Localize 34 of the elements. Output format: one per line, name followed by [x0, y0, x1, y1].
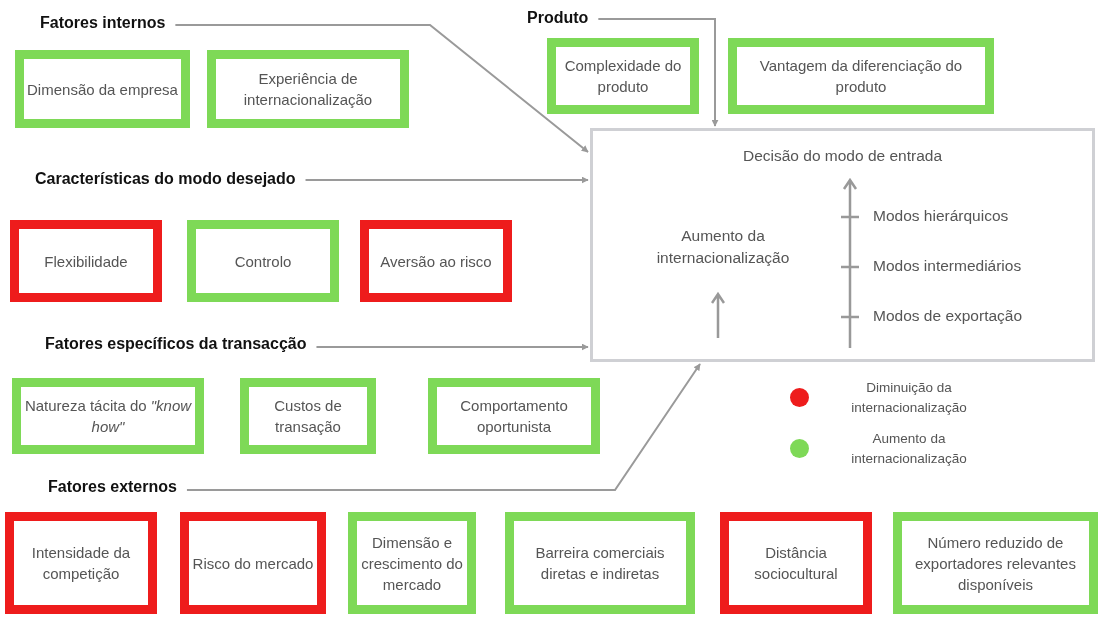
- factor-box: Barreira comerciais diretas e indiretas: [505, 512, 695, 614]
- axis-caption: Aumento da internacionalização: [655, 226, 791, 268]
- factor-box: Natureza tácita do "know how": [12, 378, 204, 454]
- factor-box: Vantagem da diferenciação do produto: [728, 38, 994, 114]
- factor-box: Aversão ao risco: [360, 220, 512, 302]
- mode-label: Modos de exportação: [873, 306, 1023, 326]
- factor-box: Número reduzido de exportadores relevantes disponíveis: [893, 512, 1098, 614]
- legend-text: Diminuição da internacionalização: [850, 379, 968, 417]
- panel-title: Decisão do modo de entrada: [741, 146, 944, 166]
- group-heading: Características do modo desejado: [35, 170, 296, 188]
- factor-box: Controlo: [187, 220, 339, 302]
- arrow: [304, 176, 589, 184]
- factor-box: Custos de transação: [240, 378, 376, 454]
- mode-label: Modos hierárquicos: [873, 206, 1009, 226]
- arrow: [597, 18, 719, 127]
- factor-box: Risco do mercado: [180, 512, 326, 614]
- arrow: [174, 24, 589, 153]
- factor-box: Flexibilidade: [10, 220, 162, 302]
- decision-panel: [590, 128, 1095, 362]
- factor-box: Comportamento oportunista: [428, 378, 600, 454]
- factor-box: Intensidade da competição: [5, 512, 157, 614]
- mode-label: Modos intermediários: [873, 256, 1022, 276]
- group-heading: Produto: [527, 9, 589, 27]
- factor-box: Complexidade do produto: [547, 38, 699, 114]
- factor-box: Dimensão da empresa: [15, 50, 190, 128]
- factor-box: Experiência de internacionalização: [207, 50, 409, 128]
- arrow: [315, 343, 589, 351]
- group-heading: Fatores internos: [40, 14, 166, 32]
- group-heading: Fatores externos: [48, 478, 177, 496]
- arrow: [185, 363, 701, 491]
- legend-text: Aumento da internacionalização: [850, 430, 968, 468]
- factor-box: Distância sociocultural: [720, 512, 872, 614]
- factor-box: Dimensão e crescimento do mercado: [348, 512, 476, 614]
- group-heading: Fatores específicos da transacção: [45, 335, 307, 353]
